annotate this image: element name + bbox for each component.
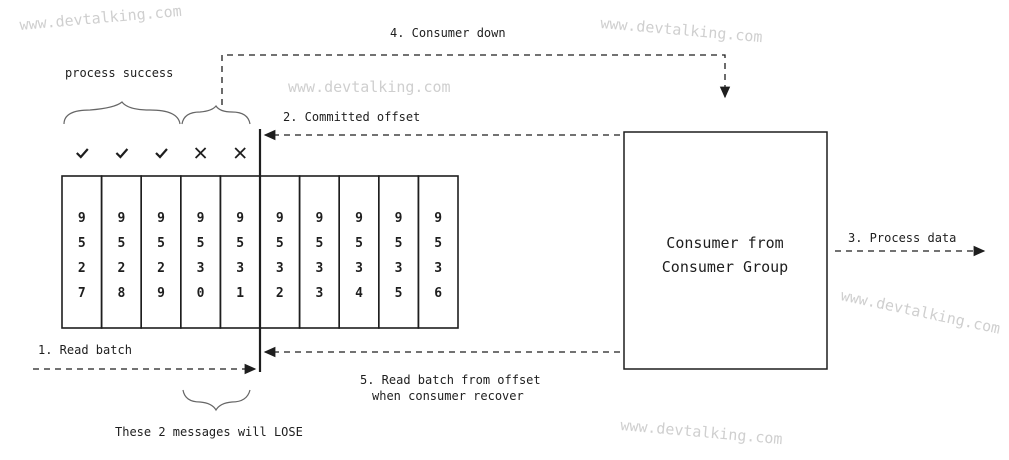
message-offset-digit: 9: [117, 211, 125, 226]
message-offset-digit: 3: [197, 261, 205, 276]
watermark: www.devtalking.com: [19, 2, 183, 34]
lose-label: These 2 messages will LOSE: [115, 425, 303, 439]
message-cell-border: [180, 175, 222, 329]
message-cell-border: [140, 175, 182, 329]
message-offset-digit: 3: [355, 261, 363, 276]
consumer-down-label: 4. Consumer down: [390, 26, 506, 40]
message-offset-digit: 9: [197, 211, 205, 226]
check-icon: [115, 148, 129, 159]
message-cell: 9 5 3 4: [338, 175, 380, 329]
message-cell: 9 5 2 7: [61, 148, 103, 329]
message-cell: 9 5 2 9: [140, 148, 182, 329]
message-cell: 9 5 3 0: [180, 147, 222, 329]
message-cell: 9 5 3 1: [219, 147, 261, 329]
check-icon: [155, 148, 168, 159]
message-offset-digit: 5: [355, 236, 363, 251]
message-offset-digit: 9: [157, 211, 165, 226]
check-icon: [76, 148, 89, 159]
consumer-down-arrow: [221, 54, 731, 105]
message-offset-digit: 9: [276, 211, 284, 226]
message-cell-border: [377, 175, 420, 329]
message-offset-digit: 5: [395, 236, 403, 251]
message-offset-digit: 6: [434, 286, 442, 301]
message-cell-border: [298, 175, 341, 329]
read-from-offset-label-1: 5. Read batch from offset: [360, 373, 541, 387]
read-from-offset-label-2: when consumer recover: [372, 389, 524, 403]
message-offset-digit: 2: [117, 261, 125, 276]
message-cell: 9 5 3 2: [259, 175, 301, 329]
watermark: www.devtalking.com: [839, 286, 1002, 337]
consumer-box: [623, 131, 828, 370]
message-offset-digit: 4: [355, 286, 363, 301]
message-cell-border: [338, 175, 380, 329]
message-offset-digit: 5: [197, 236, 205, 251]
message-offset-digit: 2: [276, 286, 284, 301]
message-offset-digit: 3: [395, 261, 403, 276]
process-success-label: process success: [65, 66, 173, 80]
message-offset-digit: 2: [78, 261, 86, 276]
message-offset-digit: 7: [78, 286, 86, 301]
message-offset-digit: 3: [276, 261, 284, 276]
message-offset-digit: 5: [395, 286, 403, 301]
message-offset-digit: 9: [434, 211, 442, 226]
message-offset-digit: 3: [236, 261, 244, 276]
message-offset-digit: 5: [276, 236, 284, 251]
message-offset-digit: 5: [236, 236, 244, 251]
message-cell: 9 5 3 5: [377, 175, 420, 329]
message-offset-digit: 9: [236, 211, 244, 226]
success-brace: [63, 101, 181, 125]
cross-icon: [194, 147, 207, 159]
watermark: www.devtalking.com: [288, 78, 451, 96]
message-offset-digit: 3: [315, 286, 323, 301]
message-cell: 9 5 3 6: [417, 175, 459, 329]
message-offset-digit: 5: [157, 236, 165, 251]
message-cell-border: [417, 175, 459, 329]
message-offset-digit: 9: [157, 286, 165, 301]
message-cell: 9 5 2 8: [100, 148, 142, 329]
read-batch-label: 1. Read batch: [38, 343, 132, 357]
consumer-title-2: Consumer Group: [662, 258, 788, 276]
process-data-label: 3. Process data: [848, 231, 956, 245]
message-offset-digit: 9: [355, 211, 363, 226]
message-offset-digit: 5: [434, 236, 442, 251]
message-cell-border: [219, 175, 261, 329]
message-offset-digit: 9: [315, 211, 323, 226]
message-cell-border: [61, 175, 103, 329]
lose-brace: [182, 389, 251, 412]
message-offset-digit: 5: [315, 236, 323, 251]
message-offset-digit: 5: [117, 236, 125, 251]
message-offset-digit: 1: [236, 286, 244, 301]
message-offset-digit: 5: [78, 236, 86, 251]
message-offset-digit: 9: [395, 211, 403, 226]
committed-offset-label: 2. Committed offset: [283, 110, 420, 124]
watermark: www.devtalking.com: [620, 416, 784, 448]
cross-icon: [234, 147, 246, 159]
message-offset-digit: 0: [197, 286, 205, 301]
message-cell-border: [100, 175, 142, 329]
message-offset-digit: 3: [315, 261, 323, 276]
message-offset-digit: 2: [157, 261, 165, 276]
failed-brace: [181, 104, 251, 125]
message-cell-border: [259, 175, 301, 329]
message-offset-digit: 3: [434, 261, 442, 276]
watermark: www.devtalking.com: [600, 14, 764, 46]
consumer-title-1: Consumer from: [666, 234, 783, 252]
message-log: 9 5 2 7 9 5 2 8 9 5 2 9 9 5 3 0 9 5 3 1 9 5 3 2 9 5 3 3 9 5 3 4 9 5 3 5 9 5 3 6: [61, 147, 459, 329]
message-cell: 9 5 3 3: [298, 175, 341, 329]
message-offset-digit: 9: [78, 211, 86, 226]
message-offset-digit: 8: [117, 286, 125, 301]
